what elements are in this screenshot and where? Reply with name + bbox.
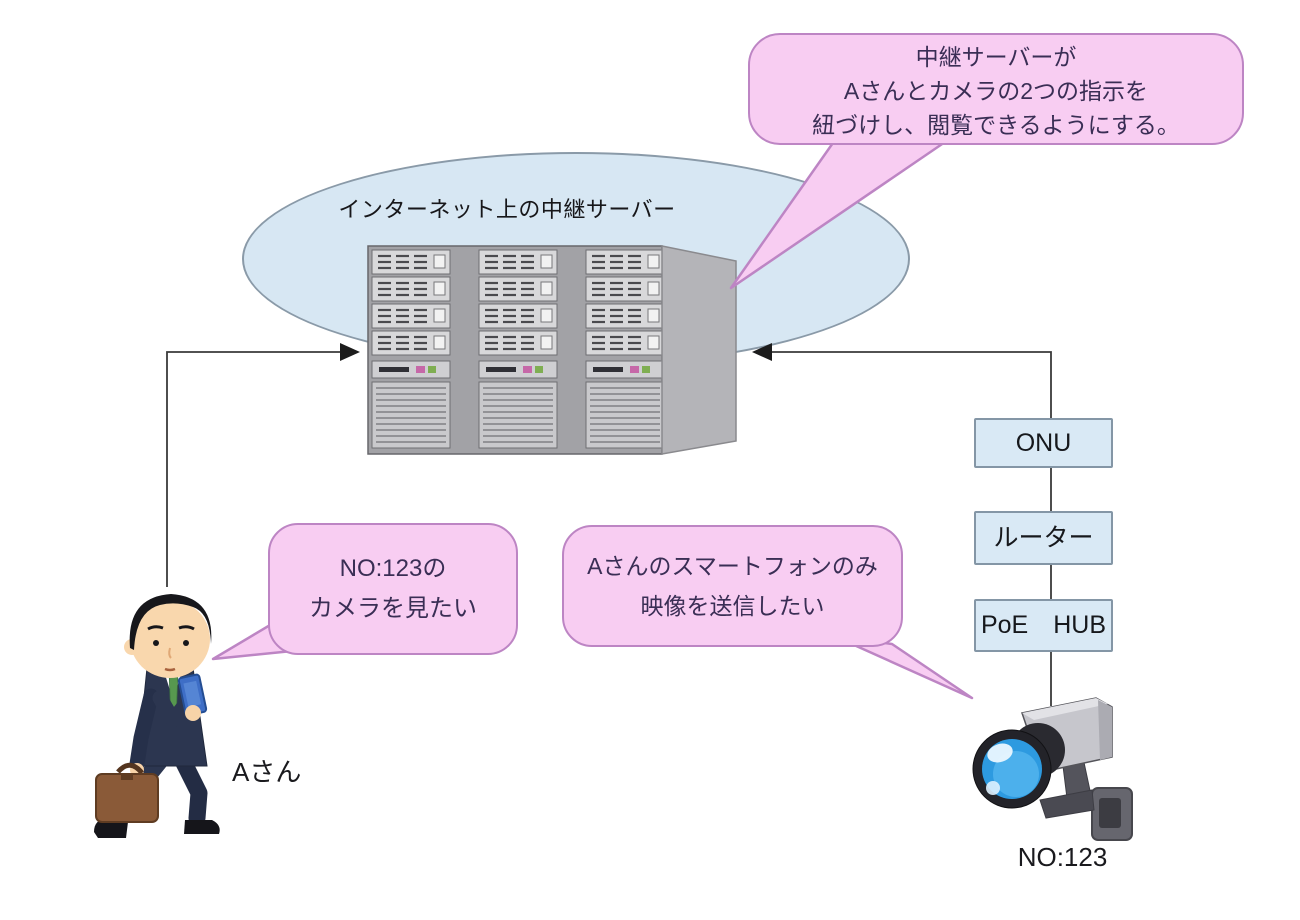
smartphone-icon <box>177 673 208 717</box>
device-box-poe-hub: PoE HUB <box>974 599 1113 652</box>
server-rack-icon <box>367 245 737 455</box>
person-label: Aさん <box>232 757 302 787</box>
device-box-onu: ONU <box>974 418 1113 468</box>
device-box-router: ルーター <box>974 511 1113 565</box>
arrow-person-to-server <box>166 343 360 587</box>
bubble-middle-line1: Aさんのスマートフォンのみ <box>587 553 878 579</box>
speech-bubble-person: NO:123の カメラを見たい <box>268 523 518 655</box>
server-side-panel <box>661 245 737 455</box>
cloud-label: インターネット上の中継サーバー <box>338 197 676 222</box>
security-camera-icon <box>972 697 1133 841</box>
briefcase <box>95 773 159 823</box>
bubble-top-line2: Aさんとカメラの2つの指示を <box>843 78 1149 104</box>
bubble-middle-line2: 映像を送信したい <box>640 593 825 619</box>
bubble-top-line3: 紐づけし、閲覧できるようにする。 <box>812 112 1180 138</box>
speech-bubble-relay-server: 中継サーバーが Aさんとカメラの2つの指示を 紐づけし、閲覧できるようにする。 <box>748 33 1244 145</box>
bubble-left-line2: カメラを見たい <box>309 595 477 622</box>
speech-tail-top <box>729 138 950 290</box>
bubble-left-line1: NO:123の <box>339 555 447 582</box>
speech-bubble-camera: Aさんのスマートフォンのみ 映像を送信したい <box>562 525 903 647</box>
camera-number-label: NO:123 <box>1017 842 1108 872</box>
arrowhead-left <box>752 343 772 361</box>
bubble-top-line1: 中継サーバーが <box>915 44 1077 70</box>
arrow-camera-to-server <box>752 343 1052 418</box>
businessman-walking-icon <box>94 594 220 838</box>
arrowhead-right <box>340 343 360 361</box>
